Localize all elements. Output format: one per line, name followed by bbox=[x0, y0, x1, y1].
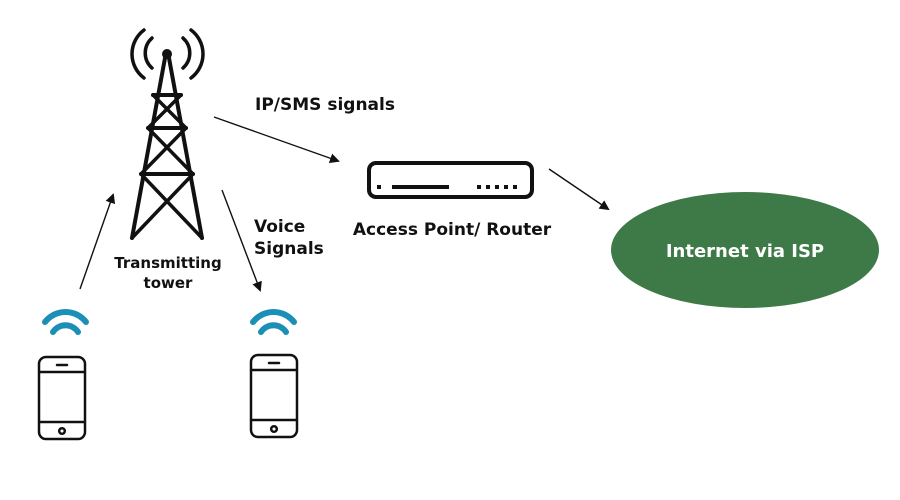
cell-tower-icon bbox=[130, 28, 205, 240]
router-icon bbox=[367, 161, 534, 199]
tower-label-line1: Transmitting bbox=[114, 254, 221, 272]
edge-phone-to-tower bbox=[79, 193, 116, 290]
voice-signals-label-line1: Voice bbox=[254, 217, 305, 237]
internet-label: Internet via ISP bbox=[666, 241, 824, 262]
wifi-icon bbox=[250, 309, 297, 335]
internet-node bbox=[611, 192, 879, 308]
smartphone-icon bbox=[37, 355, 87, 441]
wifi-icon bbox=[42, 309, 89, 335]
voice-signals-label-line2: Signals bbox=[254, 239, 324, 259]
edge-tower-to-router bbox=[213, 116, 340, 164]
router-label: Access Point/ Router bbox=[353, 220, 552, 240]
tower-label-line2: tower bbox=[144, 274, 194, 292]
edge-router-to-internet bbox=[548, 168, 610, 211]
ip-sms-signals-label: IP/SMS signals bbox=[255, 95, 395, 115]
smartphone-icon bbox=[249, 353, 299, 439]
edge-tower-to-phone bbox=[221, 189, 262, 292]
